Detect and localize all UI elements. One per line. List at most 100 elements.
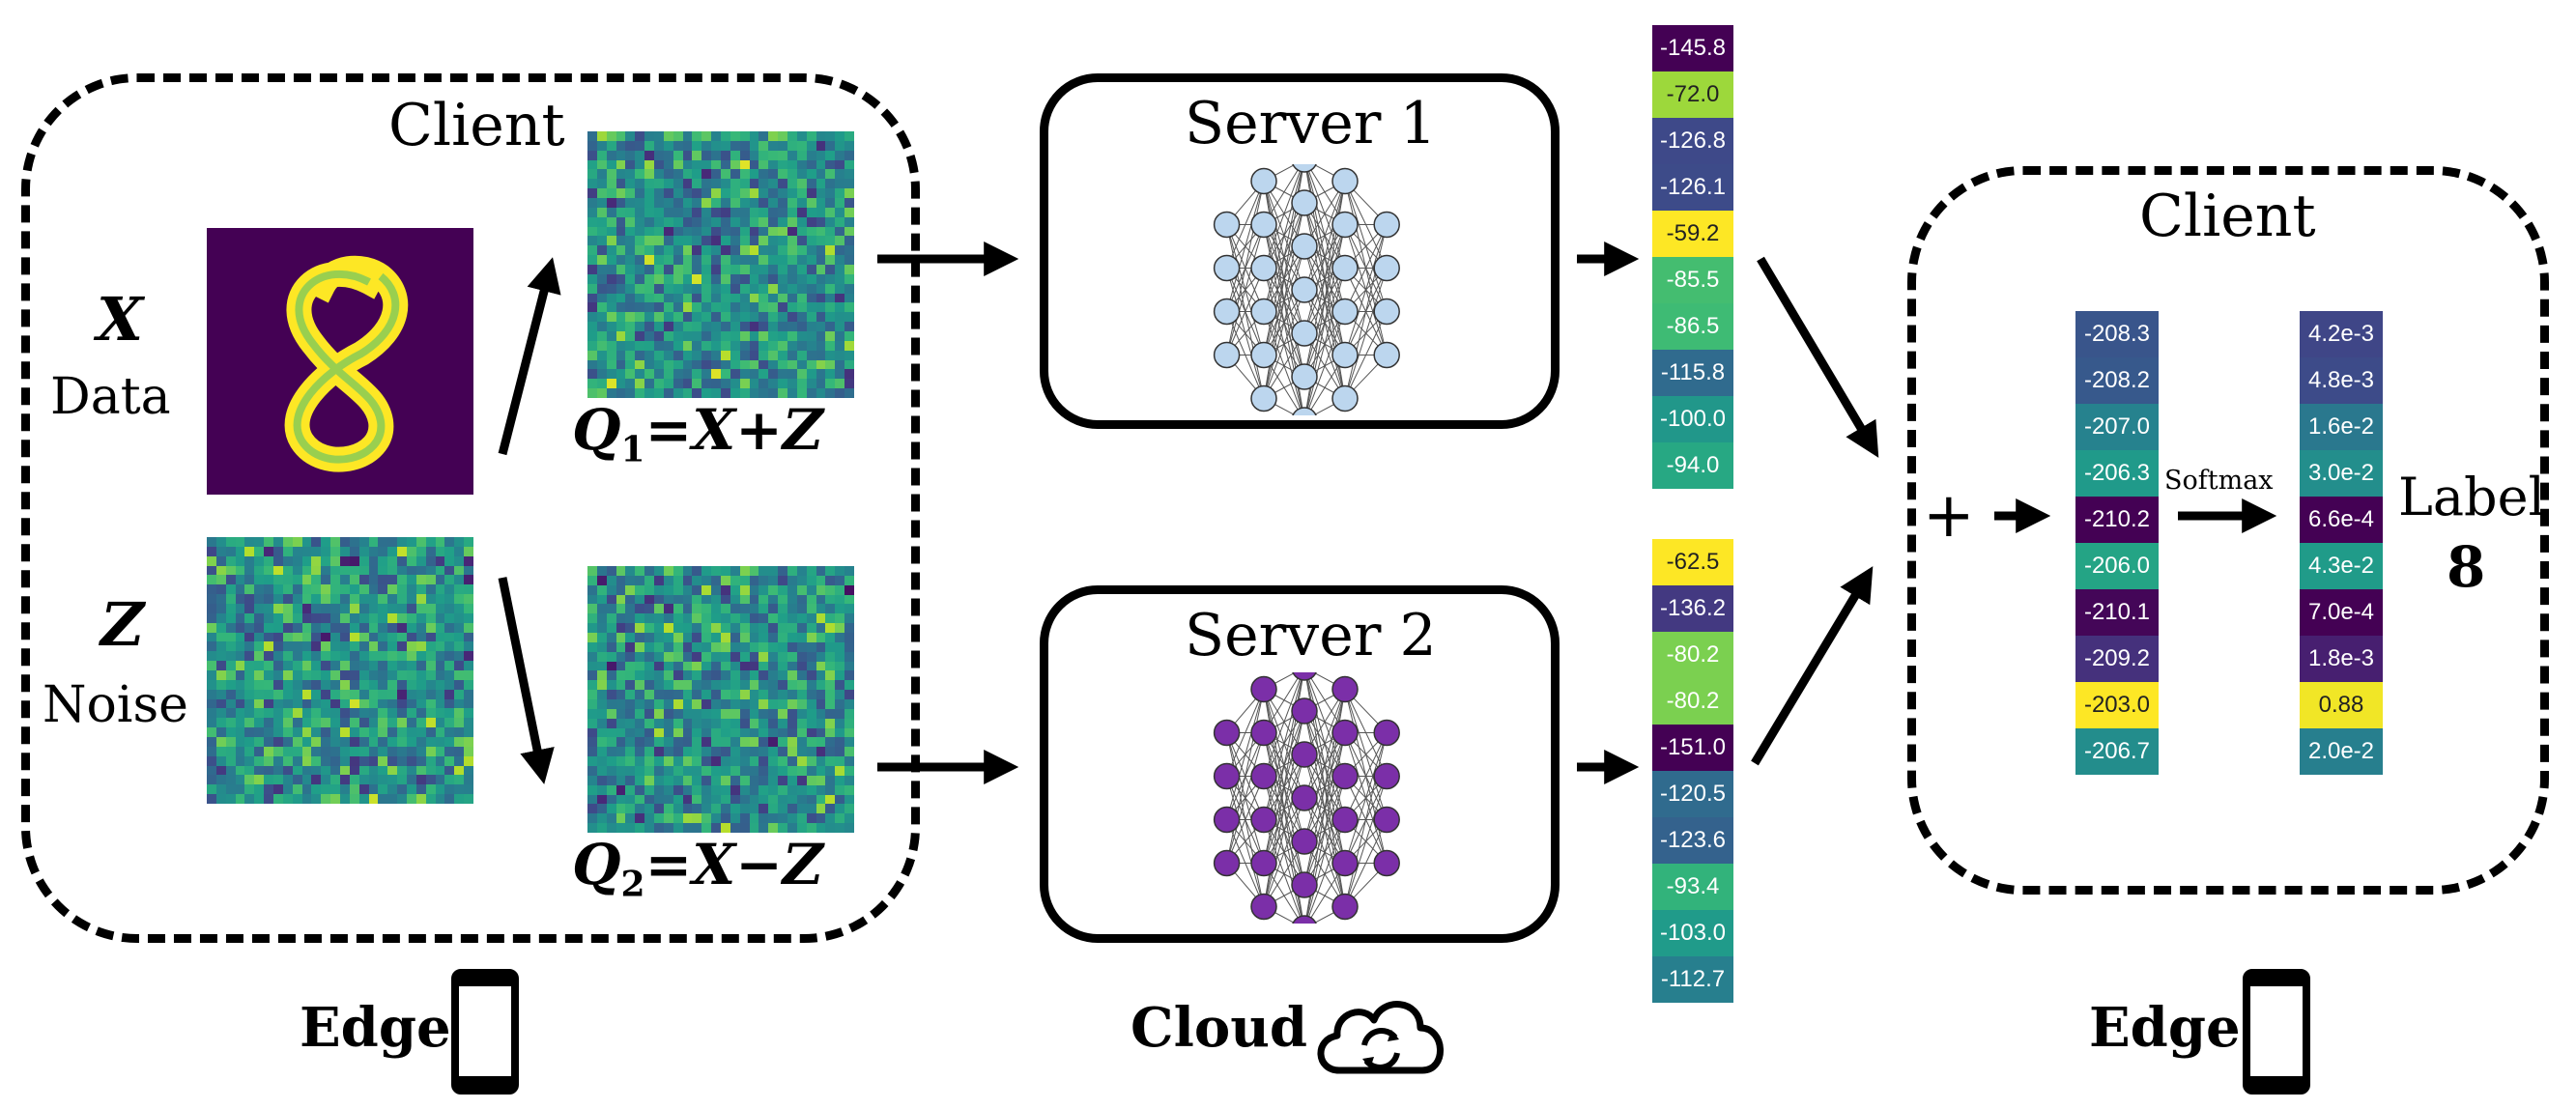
smartphone-icon [2243,969,2310,1095]
probability-cell: 6.6e-4 [2300,497,2383,543]
noise-symbol: Z [100,589,145,660]
cloud-sync-icon [1317,1001,1444,1074]
network-node [1331,384,1359,412]
server1-logit-cell: -100.0 [1652,396,1733,442]
server1-logit-cell: -94.0 [1652,442,1733,489]
network-node [1331,167,1359,195]
server2-network [1213,672,1400,924]
label-value: 8 [2447,534,2486,600]
summed-logit-cell: -208.2 [2075,357,2159,404]
server1-logit-cell: -115.8 [1652,350,1733,396]
network-node [1331,849,1359,877]
network-node [1291,189,1318,216]
server1-logit-cell: -85.5 [1652,257,1733,303]
network-node [1291,697,1318,725]
probability-cell: 4.8e-3 [2300,357,2383,404]
label-text: Label [2398,467,2545,527]
network-node [1250,254,1277,282]
probability-cell: 2.0e-2 [2300,728,2383,775]
server1-logit-cell: -86.5 [1652,303,1733,350]
network-node [1373,254,1400,282]
network-node [1213,254,1241,282]
network-node [1331,254,1359,282]
summed-logit-cell: -210.1 [2075,589,2159,636]
arrow-to-q2 [498,577,555,784]
network-node [1331,762,1359,790]
summed-logit-cell: -206.7 [2075,728,2159,775]
server2-title: Server 2 [1185,602,1437,669]
right-client-title: Client [2139,183,2316,250]
plus-sign: + [1923,480,1975,552]
summed-logit-cell: -207.0 [2075,404,2159,450]
noise-image [207,537,473,804]
network-node [1292,672,1317,681]
network-node [1331,675,1359,703]
right-client-panel [1907,166,2549,895]
network-node [1250,849,1277,877]
network-node [1373,762,1400,790]
arrow-logits1-sum [1757,256,1879,458]
smartphone-icon [451,969,519,1095]
network-node [1373,341,1400,369]
network-node [1291,233,1318,260]
server1-title: Server 1 [1185,90,1437,157]
probability-cell: 7.0e-4 [2300,589,2383,636]
softmax-label: Softmax [2164,466,2274,496]
network-node [1291,363,1318,390]
server2-logit-cell: -93.4 [1652,864,1733,910]
server2-logit-cell: -123.6 [1652,817,1733,864]
network-node [1291,871,1318,898]
probability-cell: 4.2e-3 [2300,311,2383,357]
network-node [1331,341,1359,369]
server2-logit-cell: -80.2 [1652,678,1733,725]
data-symbol: X [97,284,144,355]
network-node [1291,741,1318,768]
network-node [1291,828,1318,855]
server2-logit-cell: -136.2 [1652,585,1733,632]
network-node [1213,806,1241,834]
summed-logit-cell: -206.0 [2075,543,2159,589]
data-image [207,228,473,495]
server2-logit-cell: -80.2 [1652,632,1733,678]
network-node [1213,298,1241,326]
network-node [1250,762,1277,790]
left-client-title: Client [388,92,565,159]
arrow-logits2-sum [1751,566,1874,766]
server1-logit-cell: -59.2 [1652,211,1733,257]
network-node [1291,320,1318,347]
network-node [1331,806,1359,834]
data-label: Data [50,368,171,426]
probability-cell: 3.0e-2 [2300,450,2383,497]
network-node [1331,719,1359,747]
network-node [1250,384,1277,412]
network-node [1373,719,1400,747]
network-node [1250,211,1277,239]
server2-logit-cell: -112.7 [1652,956,1733,1003]
network-node [1331,298,1359,326]
q2-equation: Q2=X−Z [572,832,824,905]
network-node [1250,167,1277,195]
server1-logit-cell: -126.8 [1652,118,1733,164]
summed-logit-cell: -206.3 [2075,450,2159,497]
network-node [1213,762,1241,790]
probability-cell: 0.88 [2300,682,2383,728]
server2-logit-cell: -103.0 [1652,910,1733,956]
network-node [1250,675,1277,703]
q2-image [587,566,854,833]
network-node [1213,719,1241,747]
network-node [1373,806,1400,834]
network-node [1213,211,1241,239]
noise-label: Noise [43,676,188,734]
server1-logits: -145.8-72.0-126.8-126.1-59.2-85.5-86.5-1… [1652,25,1733,489]
network-node [1291,276,1318,303]
network-node [1373,211,1400,239]
network-node [1250,806,1277,834]
left-client-panel [21,73,920,943]
summed-logit-cell: -210.2 [2075,497,2159,543]
network-node [1331,211,1359,239]
left-edge-label: Edge [300,996,451,1060]
network-node [1250,719,1277,747]
q1-image [587,131,854,398]
